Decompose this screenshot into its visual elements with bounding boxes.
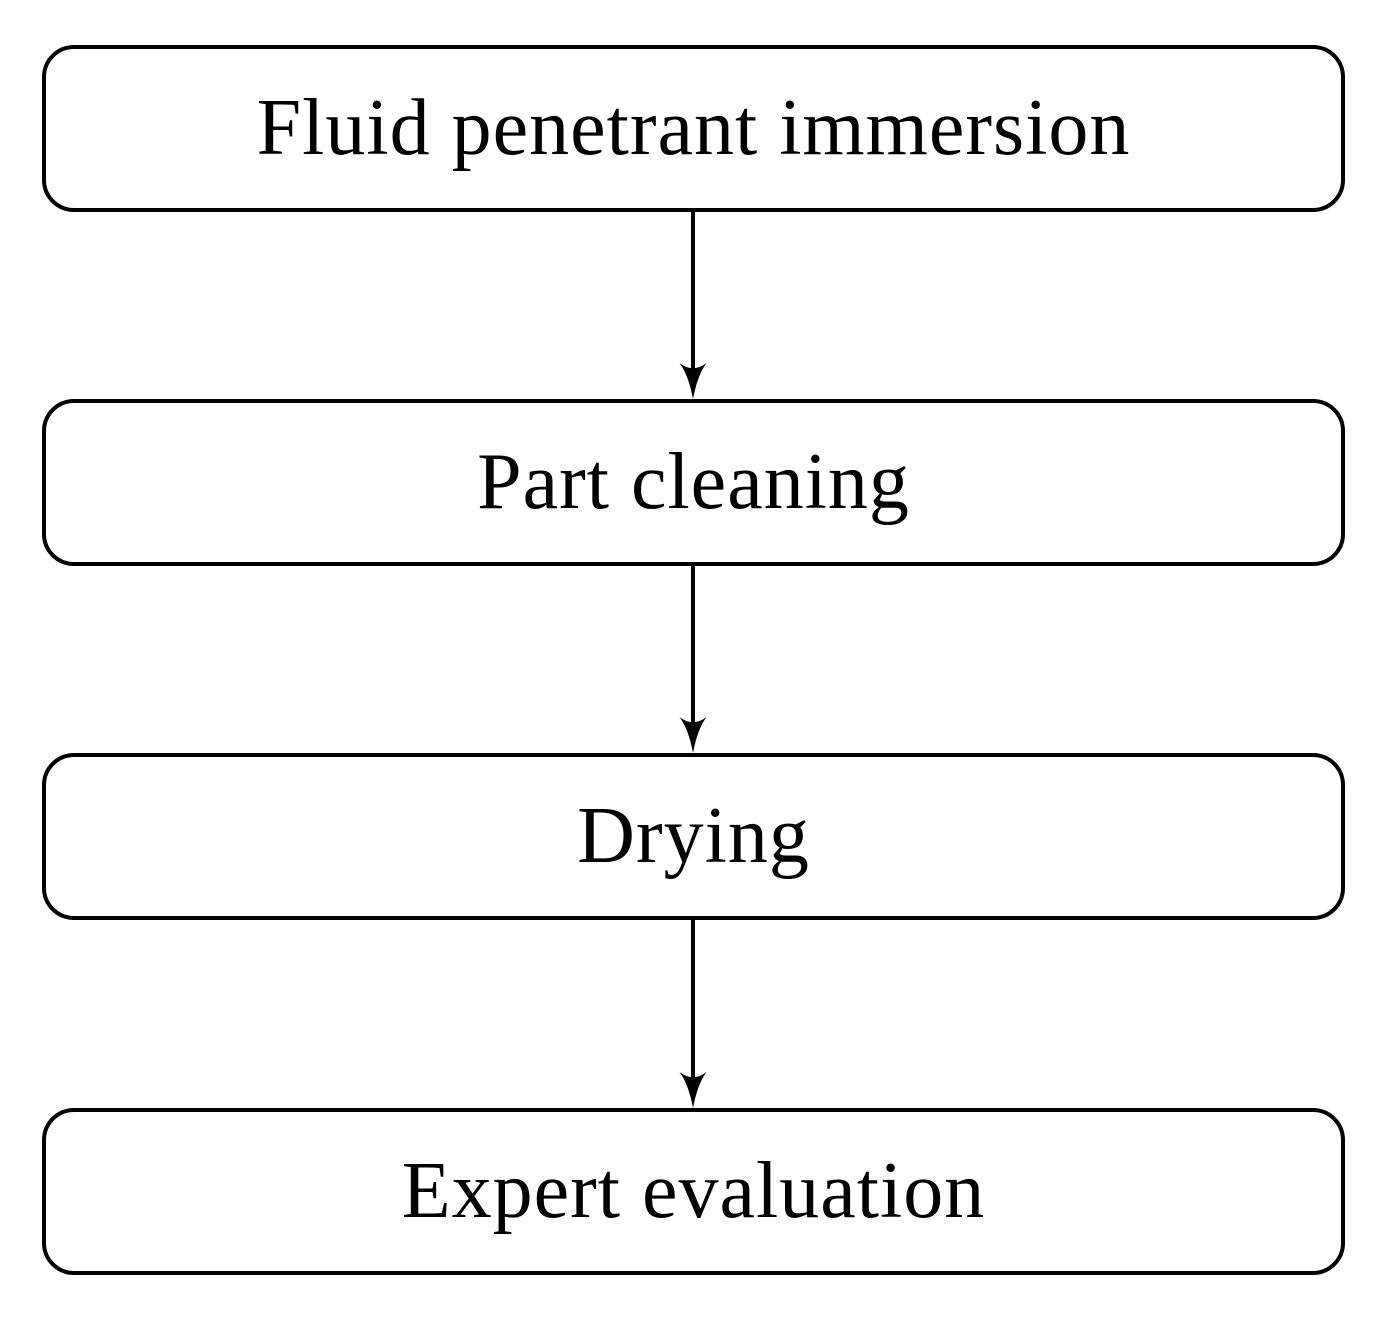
node-label: Expert evaluation <box>401 1147 986 1235</box>
node-expert-evaluation: Expert evaluation <box>42 1108 1345 1275</box>
flow-arrow-2 <box>673 566 713 753</box>
arrow-down-icon <box>679 920 707 1108</box>
node-fluid-penetrant-immersion: Fluid penetrant immersion <box>42 45 1345 212</box>
flow-arrow-3 <box>673 920 713 1108</box>
arrow-down-icon <box>679 566 707 753</box>
flow-arrow-1 <box>673 212 713 399</box>
node-label: Part cleaning <box>477 438 910 526</box>
node-label: Fluid penetrant immersion <box>256 84 1131 172</box>
node-label: Drying <box>577 792 810 880</box>
arrow-down-icon <box>679 212 707 399</box>
node-drying: Drying <box>42 753 1345 920</box>
node-part-cleaning: Part cleaning <box>42 399 1345 566</box>
